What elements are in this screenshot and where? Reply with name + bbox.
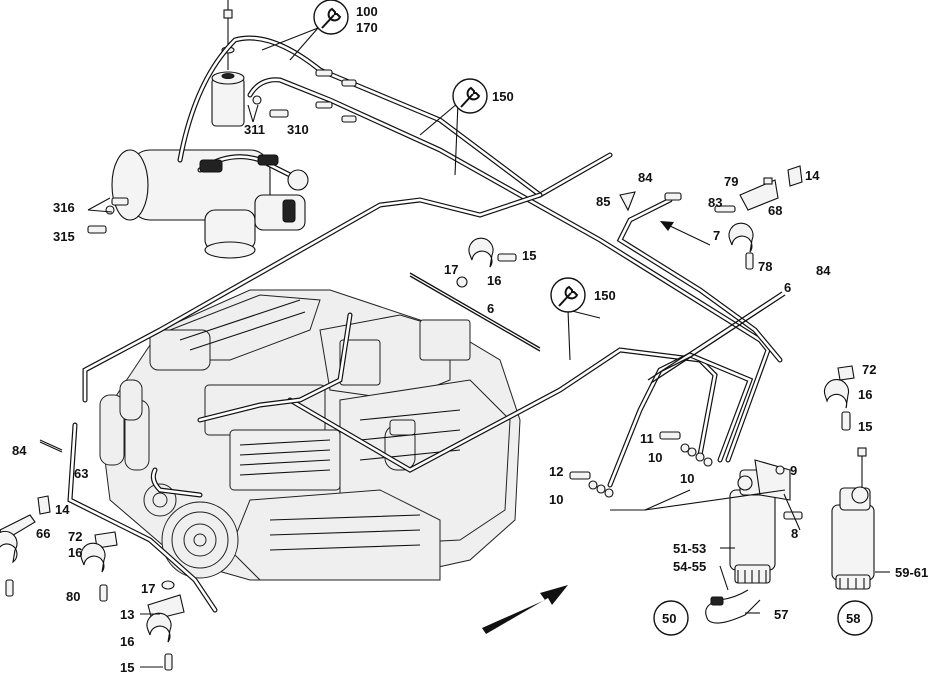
part-label: 78 (758, 259, 772, 274)
wrench-label-170: 170 (356, 20, 378, 35)
part-label: 84 (816, 263, 831, 278)
part-label: 17 (444, 262, 458, 277)
part-label: 72 (862, 362, 876, 377)
part-label: 63 (74, 466, 88, 481)
part-label: 72 (68, 529, 82, 544)
wrench-icon (460, 86, 481, 108)
part-label: 316 (53, 200, 75, 215)
part-label: 12 (549, 464, 563, 479)
part-label: 16 (858, 387, 872, 402)
part-label: 57 (774, 607, 788, 622)
wrench-label-150: 150 (492, 89, 514, 104)
part-label: 310 (287, 122, 309, 137)
part-label: 7 (713, 228, 720, 243)
part-label: 6 (784, 280, 791, 295)
part-label: 13 (120, 607, 134, 622)
part-label: 83 (708, 195, 722, 210)
wrench-label-150: 150 (594, 288, 616, 303)
part-label: 14 (805, 168, 820, 183)
part-label: 11 (640, 431, 654, 446)
wrench-callout-150-mid: 150 (550, 277, 616, 313)
part-label: 79 (724, 174, 738, 189)
part-label: 54-55 (673, 559, 706, 574)
leader-lines (87, 27, 890, 668)
part-label: 15 (858, 419, 872, 434)
part-label: 80 (66, 589, 80, 604)
part-label: 15 (120, 660, 134, 675)
engine-assembly (99, 289, 521, 581)
part-label: 51-53 (673, 541, 706, 556)
part-number-labels: 311 310 316 315 84 85 79 14 83 68 7 78 1… (12, 122, 928, 675)
part-label: 17 (141, 581, 155, 596)
direction-arrow (482, 221, 711, 634)
right-side-parts (456, 165, 875, 624)
wrench-label-100: 100 (356, 4, 378, 19)
svg-text:58: 58 (846, 611, 860, 626)
part-label: 8 (791, 526, 798, 541)
part-label: 16 (120, 634, 134, 649)
part-label: 59-61 (895, 565, 928, 580)
top-pump-assembly (111, 0, 309, 259)
part-label: 16 (487, 273, 501, 288)
part-label: 68 (768, 203, 782, 218)
part-label: 315 (53, 229, 75, 244)
part-label: 10 (680, 471, 694, 486)
part-label: 10 (648, 450, 662, 465)
part-label: 10 (549, 492, 563, 507)
fuel-lines (67, 35, 786, 613)
wrench-icon (558, 285, 579, 307)
circled-label-50: 50 (653, 600, 689, 636)
part-label: 16 (68, 545, 82, 560)
part-label: 6 (487, 301, 494, 316)
svg-text:50: 50 (662, 611, 676, 626)
part-label: 14 (55, 502, 70, 517)
circled-label-58: 58 (837, 600, 873, 636)
part-label: 85 (596, 194, 610, 209)
part-label: 84 (12, 443, 27, 458)
wrench-icon (321, 7, 342, 29)
part-label: 9 (790, 463, 797, 478)
wrench-callout-100-170: 100 170 (313, 0, 378, 35)
part-label: 15 (522, 248, 536, 263)
part-label: 311 (244, 122, 265, 137)
part-label: 66 (36, 526, 50, 541)
wrench-callout-150-top: 150 (452, 78, 514, 114)
part-label: 84 (638, 170, 653, 185)
